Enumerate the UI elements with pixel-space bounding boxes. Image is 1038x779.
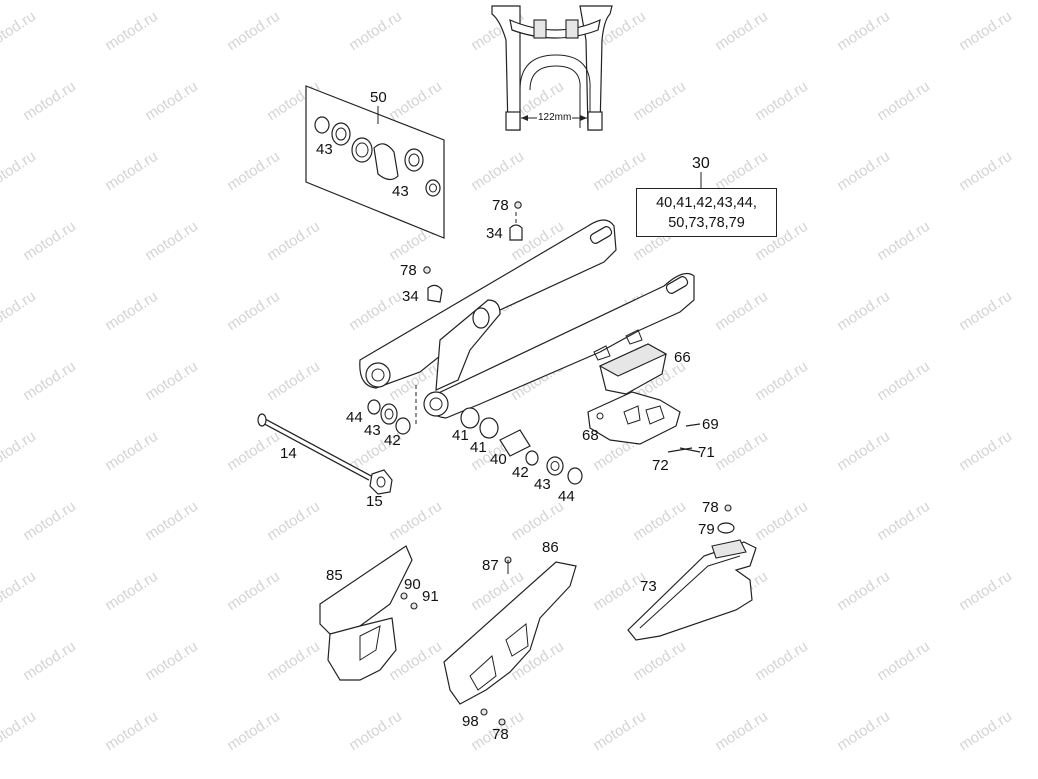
callout-72: 72 (652, 457, 669, 474)
chain-guide (587, 343, 701, 453)
dimension-label: 122mm (537, 112, 573, 123)
callout-41: 41 (452, 427, 469, 444)
pivot-bearings-right (460, 407, 583, 485)
callout-79: 79 (698, 521, 715, 538)
callout-91: 91 (422, 588, 439, 605)
frame-width-detail (491, 5, 613, 131)
callout-68: 68 (582, 427, 599, 444)
chain-guard-rear (443, 556, 577, 726)
swingarm-axle (257, 413, 393, 495)
callout-40: 40 (490, 451, 507, 468)
callout-15: 15 (366, 493, 383, 510)
callout-98: 98 (462, 713, 479, 730)
callout-87: 87 (482, 557, 499, 574)
bearing-kit-panel (305, 85, 445, 239)
kit-contents-line2: 50,73,78,79 (668, 215, 745, 231)
callout-50: 50 (370, 89, 387, 106)
callout-43: 43 (316, 141, 333, 158)
bolts-upper (423, 201, 523, 303)
callout-71: 71 (698, 444, 715, 461)
callout-42: 42 (512, 464, 529, 481)
callout-34: 34 (402, 288, 419, 305)
callout-44: 44 (346, 409, 363, 426)
callout-14: 14 (280, 445, 297, 462)
kit-number-callout: 30 (692, 155, 710, 172)
callout-78: 78 (492, 197, 509, 214)
callout-66: 66 (674, 349, 691, 366)
pivot-bearings-left (367, 399, 411, 435)
callout-42: 42 (384, 432, 401, 449)
callout-41: 41 (470, 439, 487, 456)
callout-85: 85 (326, 567, 343, 584)
callout-44: 44 (558, 488, 575, 505)
callout-69: 69 (702, 416, 719, 433)
callout-78: 78 (702, 499, 719, 516)
callout-73: 73 (640, 578, 657, 595)
chain-guard-left (319, 545, 418, 681)
swingarm (359, 212, 695, 425)
callout-43: 43 (534, 476, 551, 493)
callout-78: 78 (400, 262, 417, 279)
dimension-arrows (521, 115, 587, 121)
callout-43: 43 (364, 422, 381, 439)
callout-86: 86 (542, 539, 559, 556)
kit-contents-line1: 40,41,42,43,44, (656, 195, 757, 211)
callout-90: 90 (404, 576, 421, 593)
callout-78: 78 (492, 726, 509, 743)
kit-contents-box: 40,41,42,43,44, 50,73,78,79 (636, 188, 777, 237)
chain-slider (627, 504, 757, 641)
callout-43: 43 (392, 183, 409, 200)
callout-34: 34 (486, 225, 503, 242)
